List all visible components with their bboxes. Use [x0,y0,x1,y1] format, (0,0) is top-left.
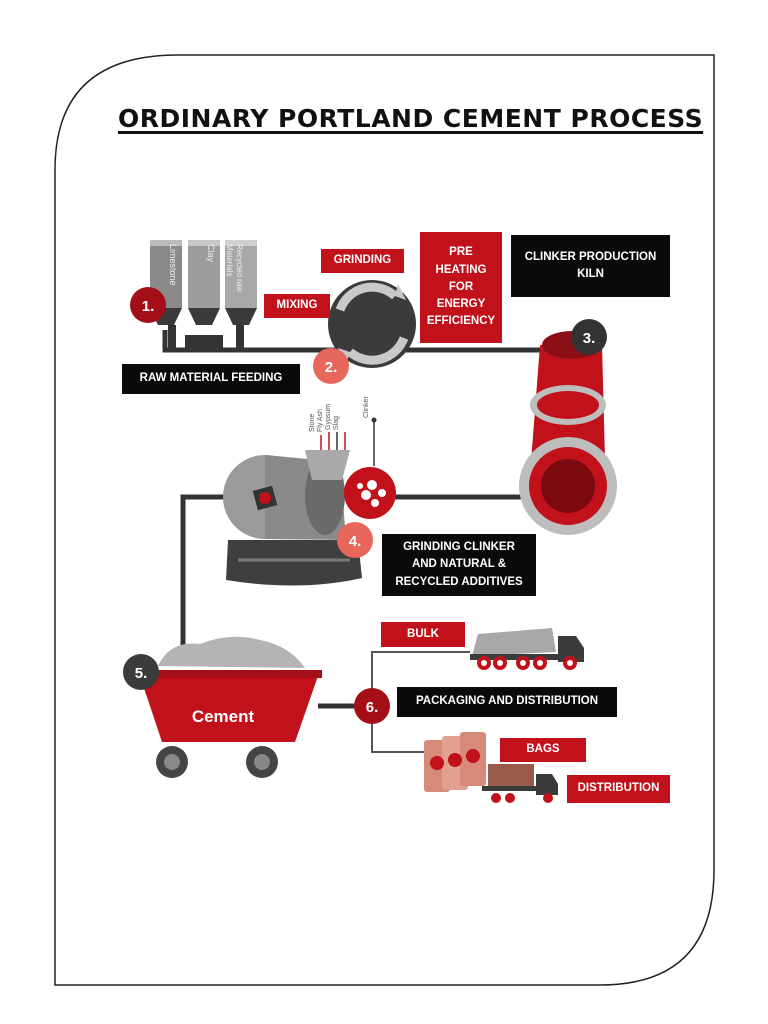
step-4: 4. [337,522,373,558]
silo-label-clay: Clay [206,244,216,263]
label-bulk: BULK [381,622,465,647]
clinker-tag: Clinker [363,396,370,418]
mixer-icon [328,280,416,368]
grinding-mill-icon [223,417,396,586]
additive-fly-ash: Fly Ash [317,409,324,432]
label-bags: BAGS [500,738,586,762]
svg-text:6.: 6. [366,699,379,716]
step-1: 1. [130,287,166,323]
svg-text:5.: 5. [135,665,148,682]
branch-lines [371,651,470,753]
label-mixing: MIXING [264,294,330,318]
bulk-truck-icon [470,628,584,670]
additive-slag: Slag [333,416,340,430]
step-3: 3. [571,319,607,355]
step-6: 6. [354,688,390,724]
label-packaging-distribution: PACKAGING AND DISTRIBUTION [397,687,617,717]
svg-text:2.: 2. [325,359,338,376]
label-distribution: DISTRIBUTION [567,775,670,803]
svg-text:1.: 1. [142,298,155,315]
step-2: 2. [313,348,349,384]
label-clinker-production: CLINKER PRODUCTION KILN [511,235,670,297]
additive-stone: Stone [309,414,316,432]
svg-text:4.: 4. [349,533,362,550]
label-preheating: PRE HEATING FOR ENERGY EFFICIENCY [420,232,502,343]
label-grinding: GRINDING [321,249,404,273]
label-grinding-clinker: GRINDING CLINKER AND NATURAL & RECYCLED … [382,534,536,596]
cart-label: Cement [192,707,255,726]
page-title: ORDINARY PORTLAND CEMENT PROCESS [118,104,704,133]
silo-label-limestone: Limestone [168,244,178,286]
svg-text:3.: 3. [583,330,596,347]
cement-cart-icon [136,636,322,778]
label-raw-material-feeding: RAW MATERIAL FEEDING [122,364,300,394]
silo-label-recycled: Recycled rawMaterials [225,244,244,292]
kiln-icon [519,331,617,535]
silos [150,240,257,350]
additive-gypsum: Gypsum [325,404,332,430]
cement-bags-icon [424,732,558,803]
step-5: 5. [123,654,159,690]
